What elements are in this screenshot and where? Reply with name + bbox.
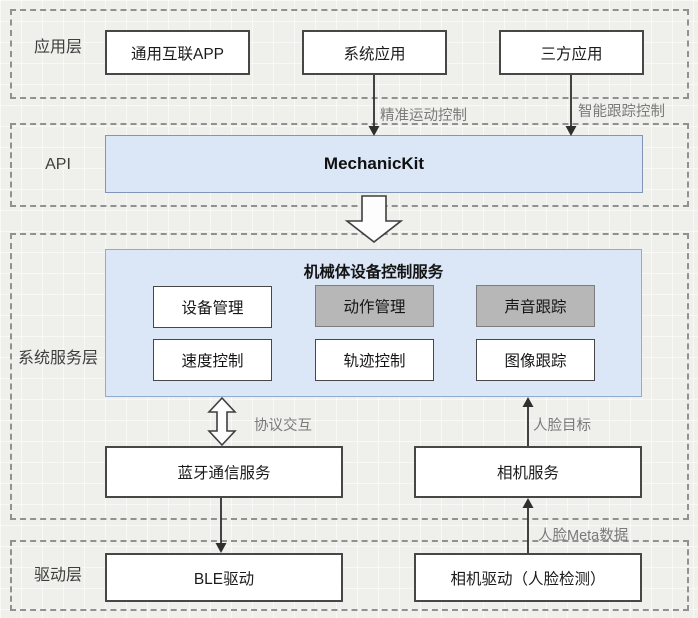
driver-layer-label: 驱动层 [33, 567, 82, 584]
system-service-layer-label: 系统服务层 [17, 350, 98, 367]
mechanickit-title: MechanicKit [323, 154, 425, 173]
node-third-party-app: 三方应用 [499, 30, 644, 75]
driver-layer-container [10, 540, 689, 611]
module-sound-tracking: 声音跟踪 [476, 285, 595, 327]
node-mechanickit: MechanicKit [105, 135, 643, 193]
module-image-tracking: 图像跟踪 [476, 339, 595, 381]
node-bluetooth-service: 蓝牙通信服务 [105, 446, 343, 498]
module-trajectory-control: 轨迹控制 [315, 339, 434, 381]
application-layer-container [10, 9, 689, 99]
edge-label-face-target: 人脸目标 [533, 418, 591, 434]
module-action-management: 动作管理 [315, 285, 434, 327]
edge-label-precise-motion: 精准运动控制 [380, 108, 467, 124]
node-system-app: 系统应用 [302, 30, 447, 75]
edge-label-face-meta: 人脸Meta数据 [538, 528, 629, 544]
api-layer-label: API [45, 156, 71, 173]
application-layer-label: 应用层 [33, 39, 82, 56]
node-camera-driver: 相机驱动（人脸检测） [414, 553, 642, 602]
module-speed-control: 速度控制 [153, 339, 272, 381]
node-ble-driver: BLE驱动 [105, 553, 343, 602]
node-device-control-service: 机械体设备控制服务 设备管理 动作管理 声音跟踪 速度控制 轨迹控制 图像跟踪 [105, 249, 642, 397]
module-device-management: 设备管理 [153, 286, 272, 328]
node-universal-app: 通用互联APP [105, 30, 250, 75]
node-camera-service: 相机服务 [414, 446, 642, 498]
device-control-service-title: 机械体设备控制服务 [303, 264, 444, 281]
edge-label-smart-tracking: 智能跟踪控制 [578, 104, 665, 120]
edge-label-protocol-interaction: 协议交互 [254, 418, 312, 434]
